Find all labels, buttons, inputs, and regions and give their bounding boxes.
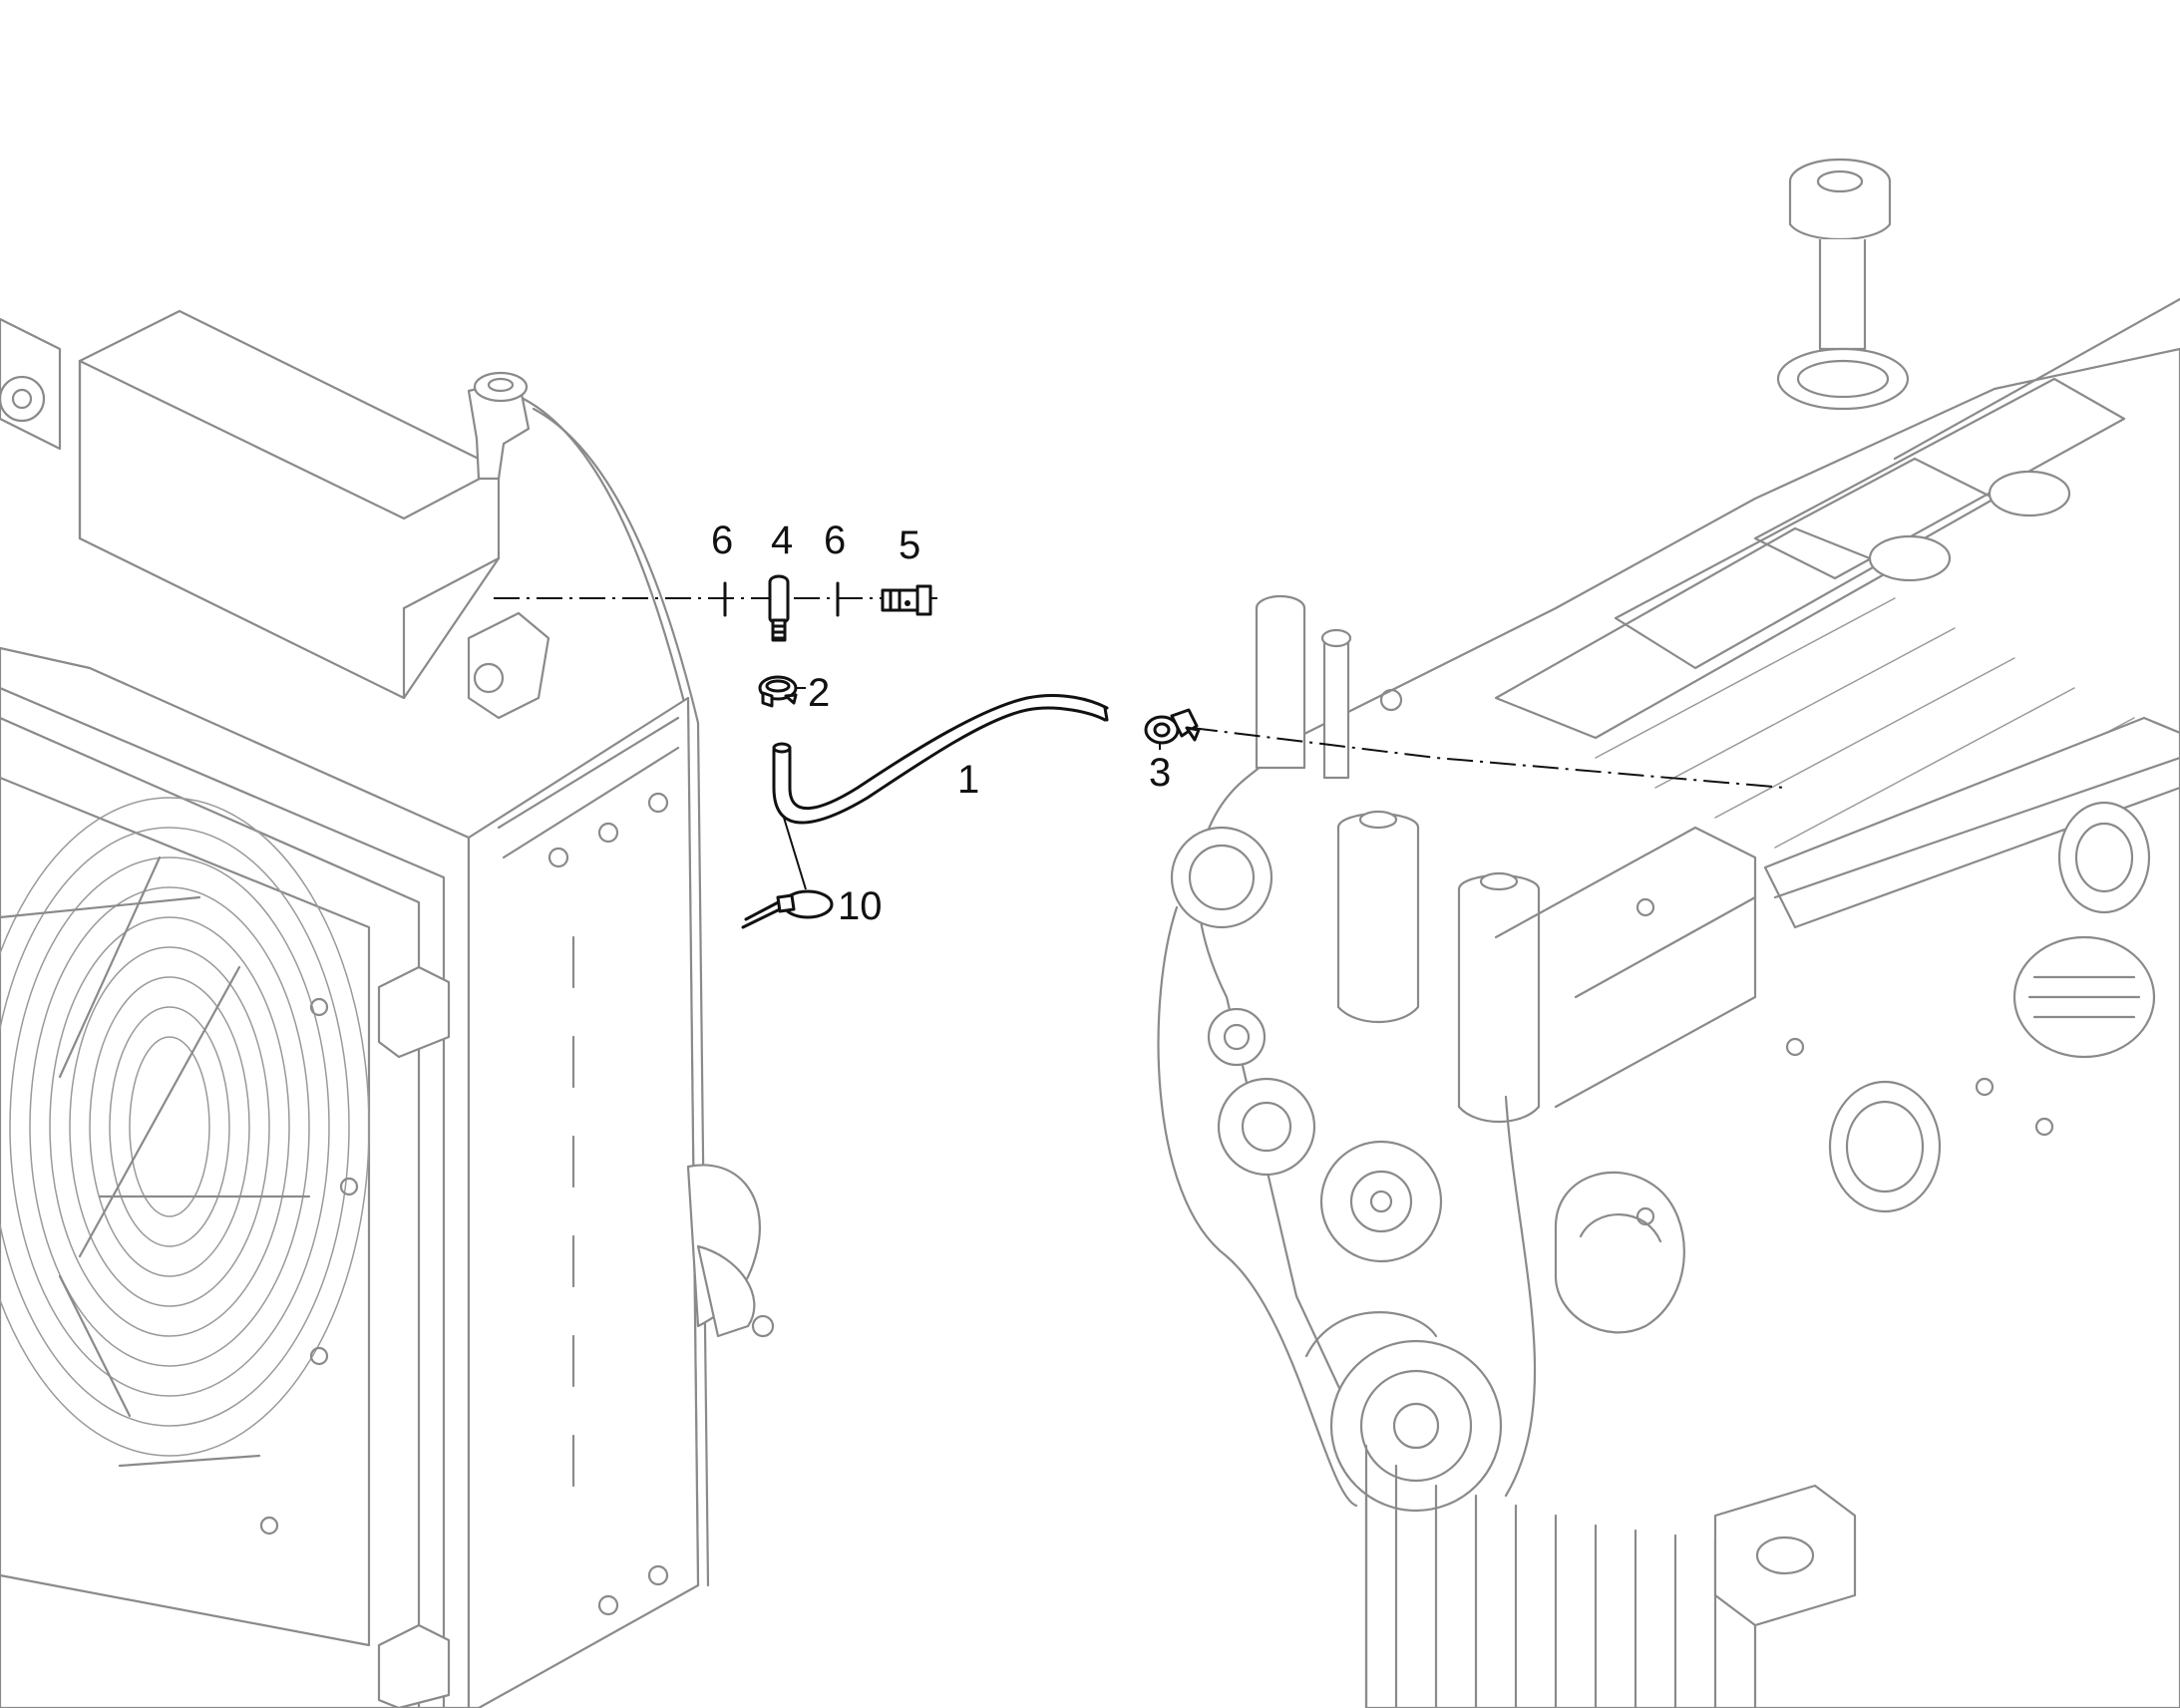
callout-hose-clamp: 2 xyxy=(808,671,830,715)
leader-cable-tie xyxy=(783,817,807,890)
radiator-assembly xyxy=(0,309,775,1708)
callout-washer-right: 6 xyxy=(824,518,846,562)
callout-labels: 6 4 6 5 2 1 3 10 xyxy=(711,518,1171,928)
part-elbow-clamp xyxy=(1144,708,1201,745)
callout-connector: 4 xyxy=(771,518,793,562)
part-hose xyxy=(772,694,1109,825)
centerline-clamp-to-engine xyxy=(1191,727,1786,789)
callout-cable-tie: 10 xyxy=(838,884,883,928)
fan-guard xyxy=(0,797,370,1536)
callout-washer-left: 6 xyxy=(711,518,733,562)
part-plug xyxy=(881,584,932,616)
callout-plug: 5 xyxy=(899,523,920,567)
assembly-centerlines xyxy=(494,597,1786,789)
callout-elbow-clamp: 3 xyxy=(1149,751,1171,795)
engine-assembly xyxy=(1157,158,2180,1708)
part-cable-tie xyxy=(741,889,834,929)
part-hose-clamp xyxy=(758,675,798,708)
leader-lines xyxy=(783,687,1161,890)
part-connector xyxy=(768,574,790,642)
callout-hose: 1 xyxy=(957,758,979,802)
